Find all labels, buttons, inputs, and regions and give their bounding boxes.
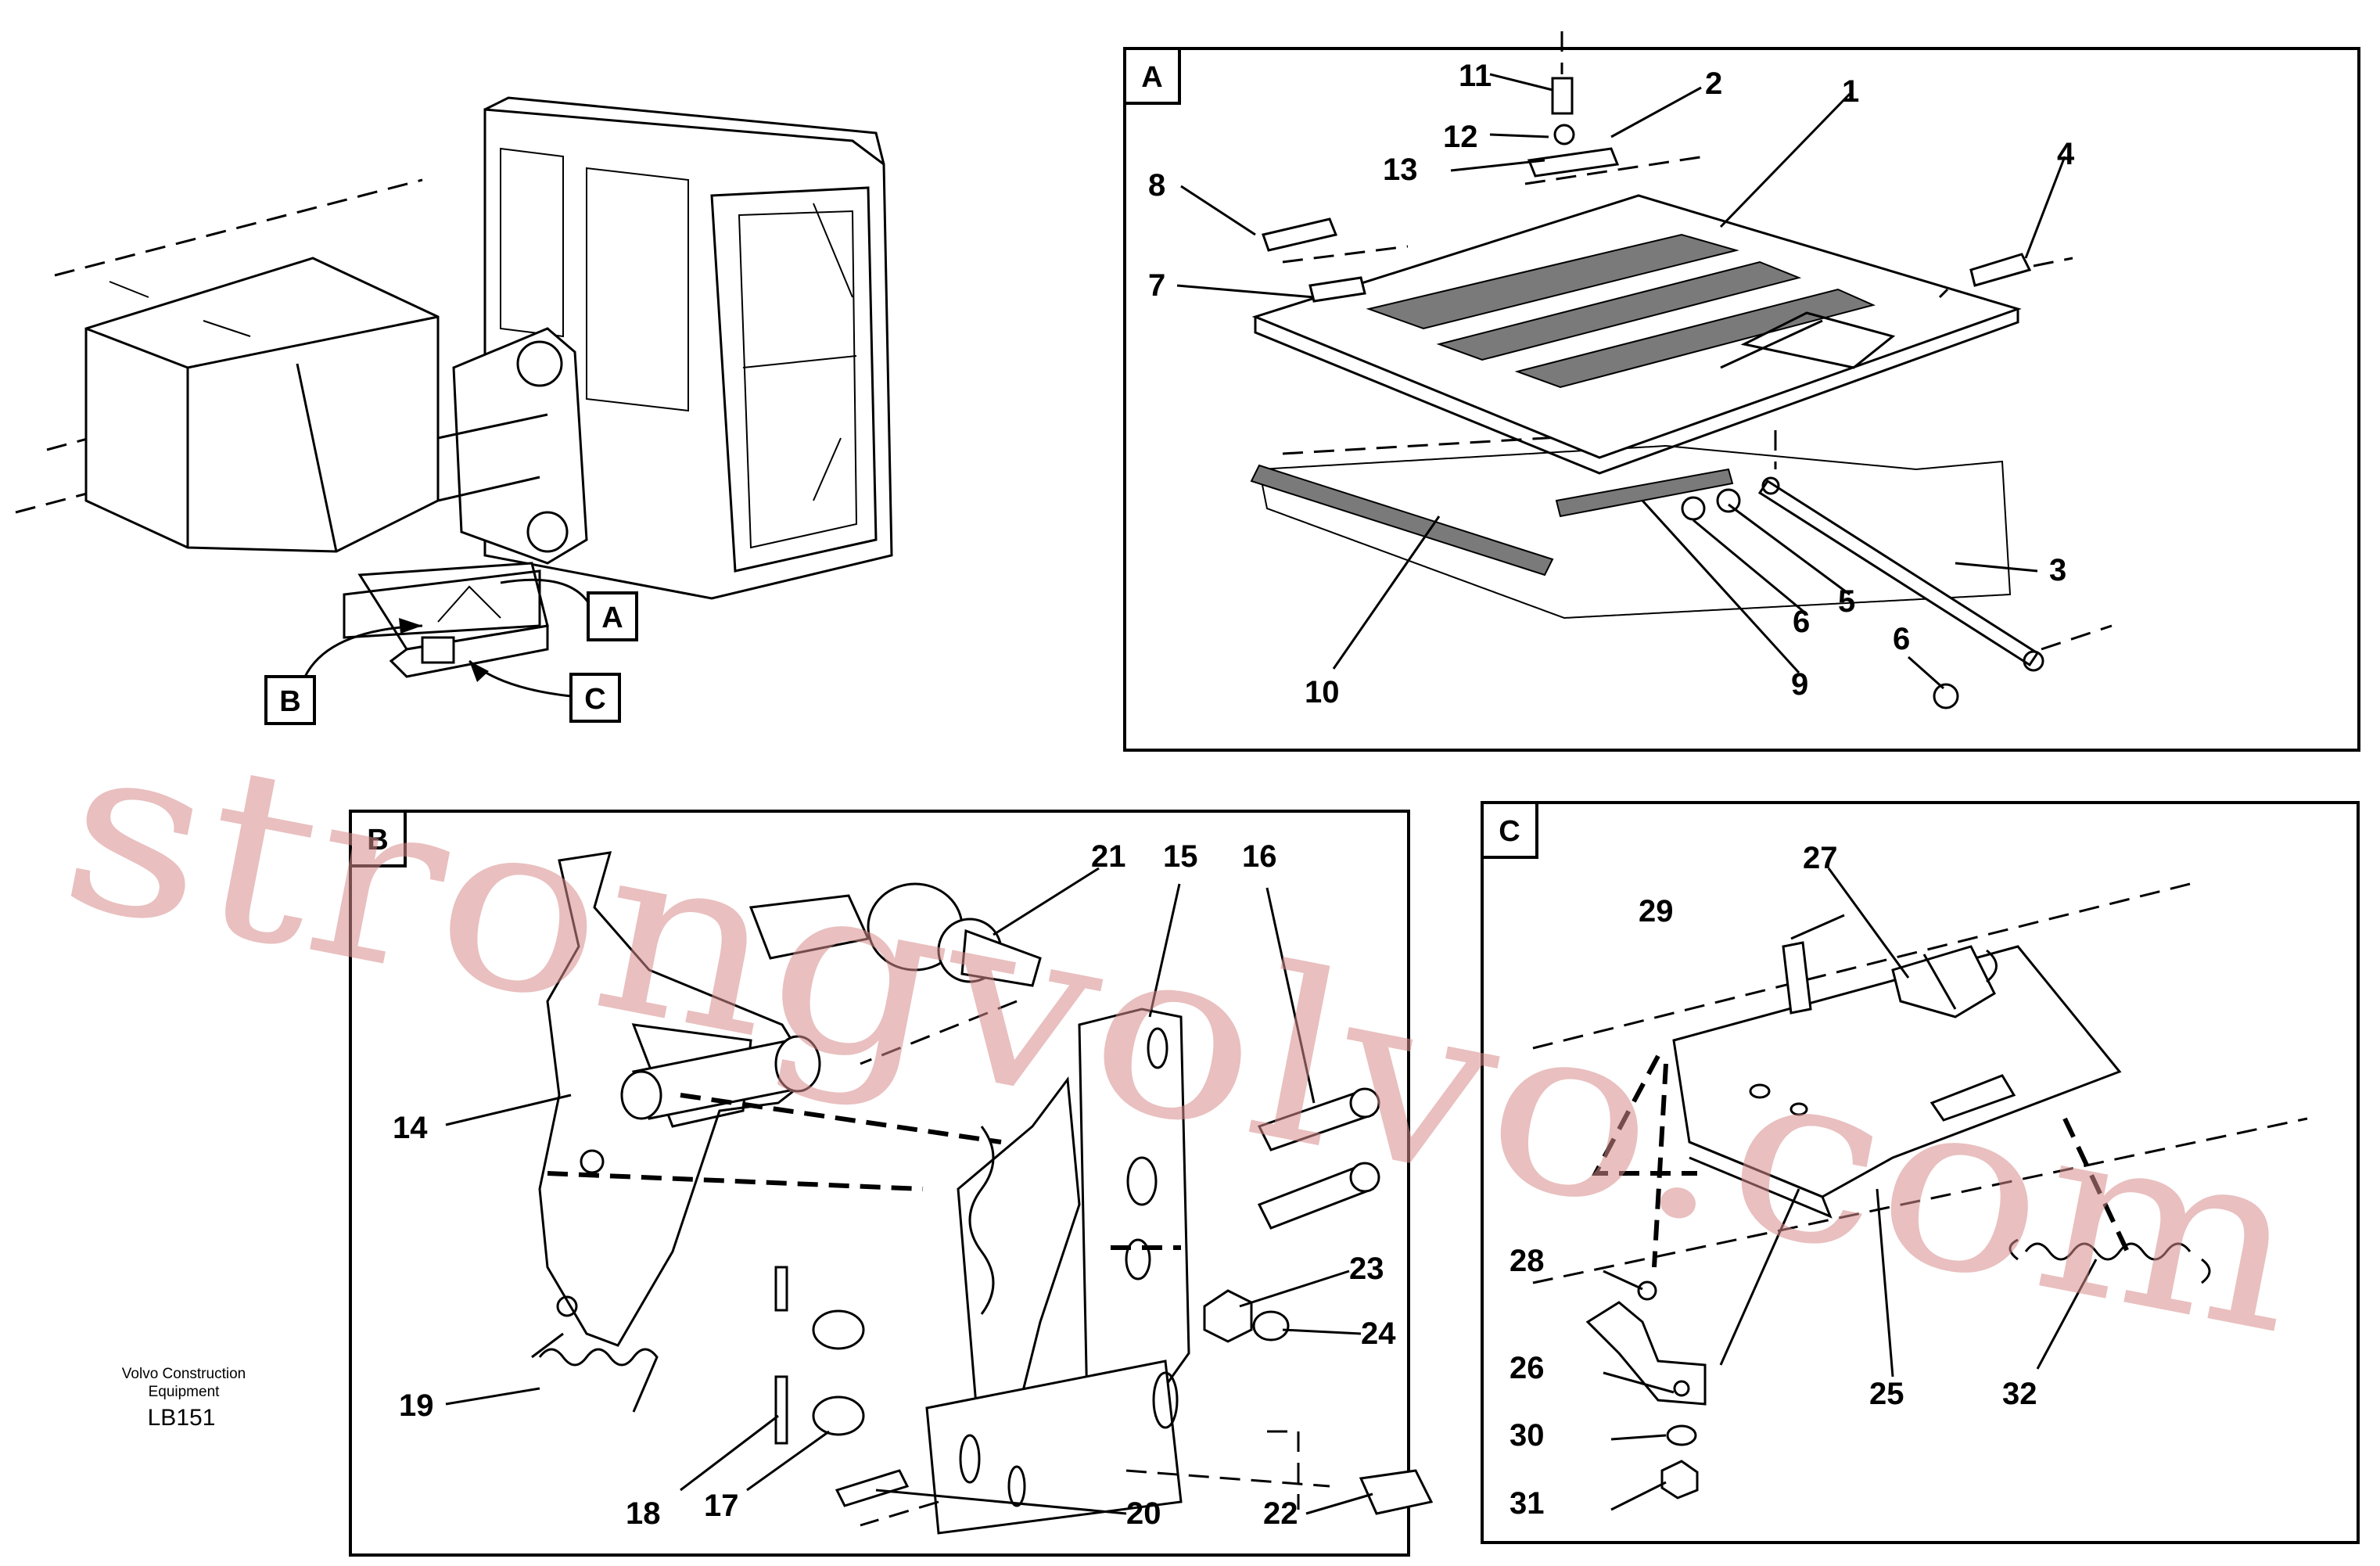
reference-line-1: Volvo Construction: [122, 1366, 246, 1382]
part-12: 12: [1443, 120, 1478, 154]
part-5: 5: [1838, 584, 1855, 619]
part-14: 14: [393, 1111, 428, 1145]
panel-a-part-numbers: 11 2 1 12 13 4 8 7 3 5 6 6 10 9: [1148, 59, 2075, 709]
part-13: 13: [1383, 153, 1418, 187]
svg-text:B: B: [367, 824, 388, 857]
part-30: 30: [1509, 1418, 1545, 1453]
svg-text:B: B: [279, 685, 300, 718]
svg-text:A: A: [601, 602, 623, 634]
part-29: 29: [1639, 894, 1674, 928]
part-20: 20: [1126, 1496, 1161, 1531]
part-3: 3: [2049, 553, 2066, 587]
part-31: 31: [1509, 1486, 1545, 1521]
part-19: 19: [399, 1388, 434, 1423]
detail-panel-b: B: [349, 810, 1434, 1557]
reference-code: LB151: [148, 1405, 216, 1431]
part-9: 9: [1791, 667, 1808, 702]
callout-leaders: [303, 578, 592, 698]
svg-text:A: A: [1141, 61, 1162, 94]
part-4: 4: [2057, 137, 2075, 171]
callout-B[interactable]: B: [264, 675, 316, 725]
part-32: 32: [2002, 1377, 2037, 1411]
part-1: 1: [1842, 74, 1859, 109]
callout-A[interactable]: A: [587, 591, 638, 641]
part-6: 6: [1893, 622, 1910, 656]
panel-a-leaders: [1176, 73, 2066, 690]
part-24: 24: [1361, 1316, 1396, 1351]
reference-line-2: Equipment: [149, 1384, 221, 1400]
part-26: 26: [1509, 1351, 1545, 1385]
panel-b-part-numbers: 21 15 16 14 23 24 19 18 17 20 22: [393, 839, 1396, 1531]
part-11: 11: [1459, 59, 1492, 93]
part-6: 6: [1793, 605, 1810, 639]
detail-panel-c: C: [1481, 801, 2360, 1544]
part-27: 27: [1803, 841, 1838, 875]
svg-text:C: C: [584, 683, 605, 716]
svg-text:C: C: [1499, 815, 1520, 848]
panel-c-part-numbers: 27 29 28 26 30 31 25 32: [1509, 841, 2037, 1521]
callout-C[interactable]: C: [569, 673, 621, 723]
part-7: 7: [1148, 268, 1165, 303]
detail-panel-a: A: [1123, 31, 2360, 752]
part-16: 16: [1242, 839, 1277, 874]
part-22: 22: [1263, 1496, 1298, 1531]
part-2: 2: [1705, 66, 1722, 101]
excavator-overview: [15, 96, 893, 678]
part-17: 17: [704, 1489, 739, 1523]
part-18: 18: [626, 1496, 661, 1531]
part-15: 15: [1163, 839, 1198, 874]
part-23: 23: [1349, 1252, 1384, 1286]
part-21: 21: [1091, 839, 1126, 874]
panel-b-leaders: [445, 867, 1373, 1515]
part-25: 25: [1869, 1377, 1904, 1411]
part-10: 10: [1305, 675, 1340, 709]
part-28: 28: [1509, 1244, 1545, 1278]
panel-c-leaders: [1603, 867, 2098, 1511]
part-8: 8: [1148, 168, 1165, 203]
reference-label: Volvo Construction Equipment LB151: [122, 1366, 246, 1431]
